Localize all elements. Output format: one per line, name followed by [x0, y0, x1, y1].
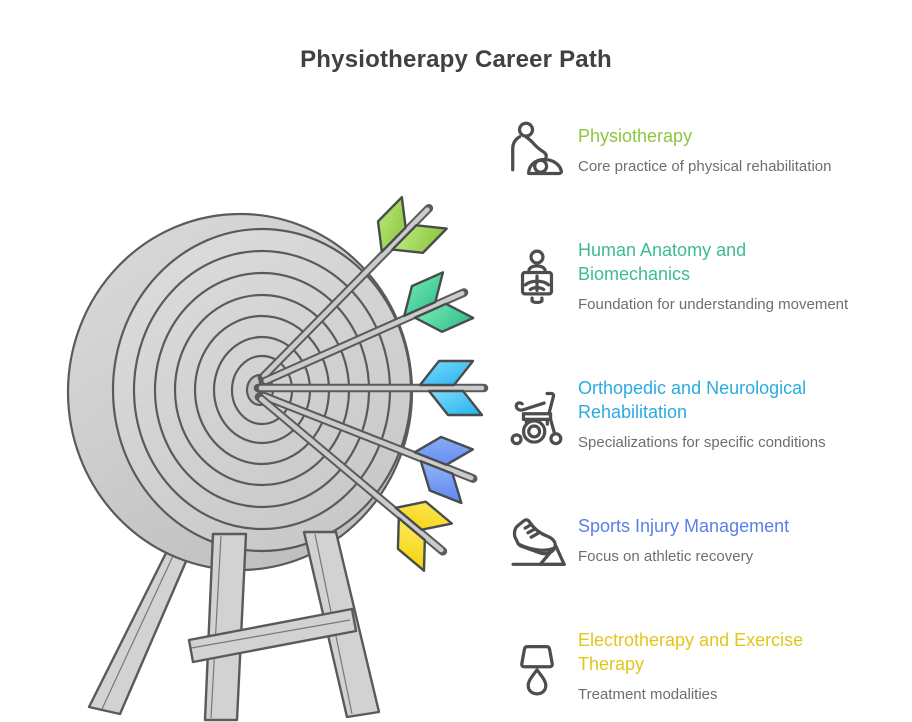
item-title-line: Biomechanics [578, 264, 691, 284]
xray-anatomy-icon [506, 248, 568, 310]
item-description: Treatment modalities [578, 686, 718, 703]
target-illustration [66, 195, 489, 722]
item-description: Focus on athletic recovery [578, 548, 754, 565]
item-physiotherapy: Physiotherapy Core practice of physical … [506, 121, 904, 176]
career-items-list: Physiotherapy Core practice of physical … [506, 0, 908, 722]
item-title: Orthopedic and Neurological Rehabilitati… [578, 376, 904, 424]
item-description: Core practice of physical rehabilitation [578, 158, 832, 175]
item-title: Sports Injury Management [578, 514, 904, 538]
stand-crossbar [187, 607, 358, 664]
sneaker-icon [506, 508, 568, 570]
green-arrow [257, 195, 448, 383]
item-title-line: Physiotherapy [578, 126, 693, 146]
wheelchair-icon [506, 386, 568, 448]
item-description: Specializations for specific conditions [578, 434, 826, 451]
item-electrotherapy: Electrotherapy and Exercise Therapy Trea… [506, 628, 904, 704]
lamp-icon [506, 636, 568, 698]
page-title: Physiotherapy Career Path [300, 46, 612, 73]
item-human-anatomy: Human Anatomy and Biomechanics Foundatio… [506, 238, 904, 314]
yellow-arrow [254, 392, 453, 572]
item-title-line: Sports Injury Management [578, 516, 790, 536]
item-title-line: Rehabilitation [578, 402, 688, 422]
item-title-line: Human Anatomy and [578, 240, 747, 260]
item-title-line: Therapy [578, 654, 645, 674]
stand-rear-leg [87, 534, 199, 716]
item-title: Electrotherapy and Exercise Therapy [578, 628, 904, 676]
item-title: Physiotherapy [578, 124, 904, 148]
physiotherapist-icon [506, 120, 568, 182]
item-title-line: Orthopedic and Neurological [578, 378, 807, 398]
item-ortho-neuro-rehab: Orthopedic and Neurological Rehabilitati… [506, 376, 904, 452]
item-sports-injury: Sports Injury Management Focus on athlet… [506, 514, 904, 566]
cyan-arrow [253, 359, 489, 417]
item-title: Human Anatomy and Biomechanics [578, 238, 904, 286]
stand-front-legs [187, 530, 381, 722]
blue-arrow [256, 390, 478, 505]
item-description: Foundation for understanding movement [578, 296, 849, 313]
item-title-line: Electrotherapy and Exercise [578, 630, 804, 650]
teal-arrow [258, 271, 475, 387]
